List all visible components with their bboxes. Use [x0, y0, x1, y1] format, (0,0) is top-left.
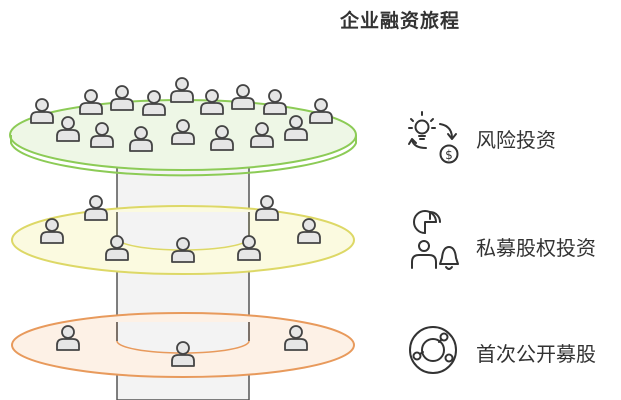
investor-person-icon [170, 77, 194, 103]
tier-pe-disk [11, 195, 355, 275]
investor-person-icon [79, 89, 103, 115]
investor-person-icon [231, 84, 255, 110]
investor-person-icon [84, 195, 108, 221]
investor-person-icon [263, 89, 287, 115]
circle-network-icon [409, 326, 457, 374]
investor-person-icon [255, 195, 279, 221]
tier-label-private-equity: 私募股权投资 [476, 236, 596, 260]
svg-text:$: $ [445, 148, 453, 162]
idea-to-money-icon: $ [408, 111, 459, 164]
chart-user-bell-icon [411, 210, 459, 270]
investor-person-icon [110, 85, 134, 111]
tier-ipo-disk [11, 312, 355, 378]
diagram-title: 企业融资旅程 [339, 10, 460, 32]
investor-person-icon [30, 98, 54, 124]
tier-label-venture-capital: 风险投资 [476, 128, 556, 152]
tier-vc-disk [9, 77, 357, 177]
tier-label-ipo: 首次公开募股 [476, 342, 596, 366]
